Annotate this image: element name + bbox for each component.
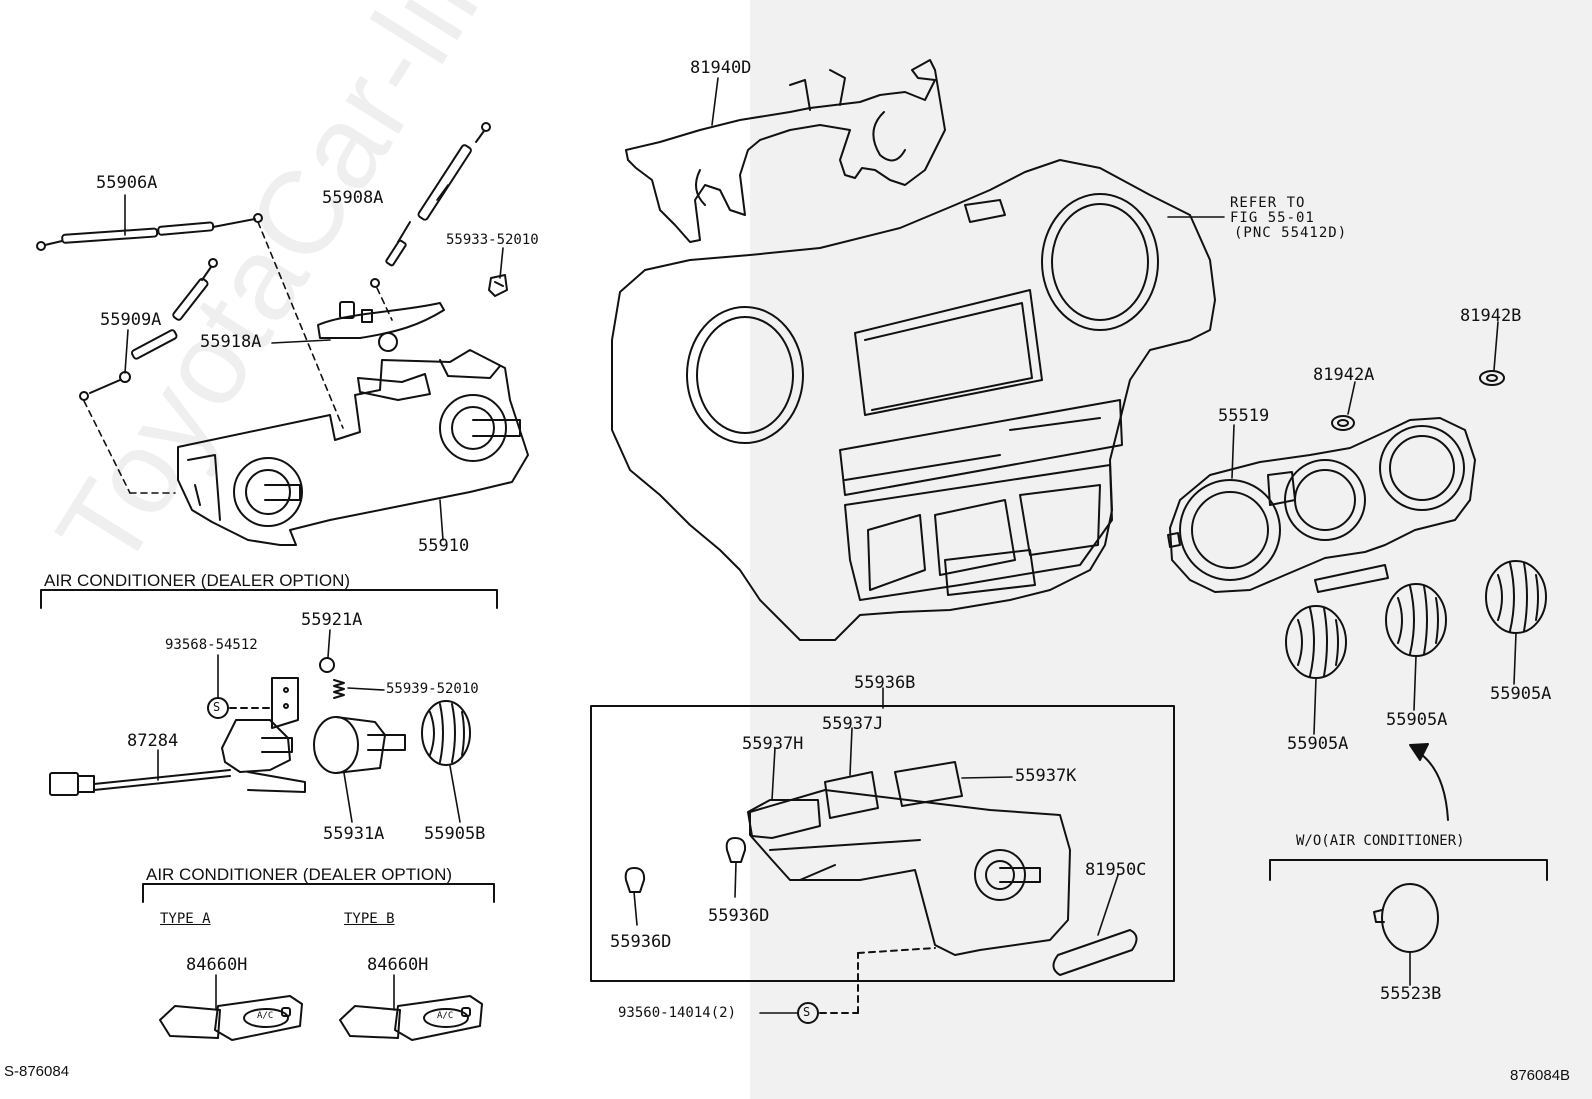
label-55936d-2: 55936D xyxy=(708,906,770,926)
label-55906a: 55906A xyxy=(96,173,158,193)
label-87284: 87284 xyxy=(127,731,179,751)
control-assembly-55910 xyxy=(177,349,529,546)
diagram-code-right: 876084B xyxy=(1510,1067,1571,1084)
spring-55939 xyxy=(333,679,345,699)
ball-55921a xyxy=(319,657,335,673)
cable-55906a xyxy=(36,213,263,251)
leader-lines xyxy=(124,77,1517,1014)
label-55933-52010: 55933-52010 xyxy=(446,232,539,248)
label-55905a-1: 55905A xyxy=(1287,734,1349,754)
control-unit-55936b xyxy=(749,789,1071,956)
label-55931a: 55931A xyxy=(323,824,385,844)
cap-55523b xyxy=(1373,883,1439,953)
refer-note-line1: REFER TO xyxy=(1230,195,1306,211)
screw-93560 xyxy=(797,947,936,1024)
knob-55905b xyxy=(421,700,471,766)
button-55937h xyxy=(747,799,821,839)
section-wo-ac: W/O(AIR CONDITIONER) xyxy=(1296,833,1465,849)
label-type-b: TYPE B xyxy=(344,911,395,927)
label-55910: 55910 xyxy=(418,536,470,556)
cable-55908a xyxy=(370,122,491,288)
label-55936b: 55936B xyxy=(854,673,916,693)
clip-81942b xyxy=(1479,370,1505,386)
lens-81950c xyxy=(1052,929,1138,976)
clip-81942a xyxy=(1331,415,1355,431)
leader-dashes-top xyxy=(83,221,393,494)
clip-55933 xyxy=(488,274,508,297)
bulb-55936d-1 xyxy=(624,867,646,893)
label-81942a: 81942A xyxy=(1313,365,1375,385)
switch-55931a xyxy=(313,716,406,774)
button-55937k xyxy=(894,761,963,807)
arrow-wo-ac xyxy=(1409,743,1449,821)
label-81942b: 81942B xyxy=(1460,306,1522,326)
knob-55905a-1 xyxy=(1285,605,1347,679)
label-81940d: 81940D xyxy=(690,58,752,78)
refer-note-line3: (PNC 55412D) xyxy=(1234,225,1348,241)
bracket-ac-option-2 xyxy=(142,883,495,903)
bracket-81940d xyxy=(625,59,946,243)
label-84660h-a: 84660H xyxy=(186,955,248,975)
screw-93568 xyxy=(207,697,273,719)
bracket-ac-option-1 xyxy=(40,589,498,609)
label-55905a-3: 55905A xyxy=(1490,684,1552,704)
label-93568-54512: 93568-54512 xyxy=(165,637,258,653)
switch-84660h-type-a xyxy=(159,995,303,1041)
switch-ac-text-a: A/C xyxy=(257,1011,274,1021)
label-81950c: 81950C xyxy=(1085,860,1147,880)
diagram-code-left: S-876084 xyxy=(4,1063,70,1080)
lever-55918a xyxy=(317,301,445,352)
bracket-wo-ac xyxy=(1269,859,1548,881)
center-panel xyxy=(611,159,1216,641)
label-55939-52010: 55939-52010 xyxy=(386,681,479,697)
label-type-a: TYPE A xyxy=(160,911,211,927)
label-55905a-2: 55905A xyxy=(1386,710,1448,730)
label-55937j: 55937J xyxy=(822,714,884,734)
section-ac-dealer-option-1: AIR CONDITIONER (DEALER OPTION) xyxy=(44,571,351,590)
knob-55905a-2 xyxy=(1385,583,1447,657)
switch-84660h-type-b xyxy=(339,995,483,1041)
label-84660h-b: 84660H xyxy=(367,955,429,975)
label-55937k: 55937K xyxy=(1015,766,1077,786)
label-55905b: 55905B xyxy=(424,824,486,844)
label-55918a: 55918A xyxy=(200,332,262,352)
label-55937h: 55937H xyxy=(742,734,804,754)
refer-note-line2: FIG 55-01 xyxy=(1230,210,1315,226)
knob-55905a-3 xyxy=(1485,560,1547,634)
harness-87284 xyxy=(49,677,306,796)
bulb-55936d-2 xyxy=(725,837,747,863)
label-93560-14014: 93560-14014(2) xyxy=(618,1005,737,1021)
button-55937j xyxy=(824,771,879,819)
screw-marker-s-2: S xyxy=(803,1005,811,1019)
section-ac-dealer-option-2: AIR CONDITIONER (DEALER OPTION) xyxy=(146,865,453,884)
label-55519: 55519 xyxy=(1218,406,1270,426)
control-panel-55519 xyxy=(1167,417,1476,593)
label-55523b: 55523B xyxy=(1380,984,1442,1004)
switch-ac-text-b: A/C xyxy=(437,1011,454,1021)
label-55921a: 55921A xyxy=(301,610,363,630)
label-55909a: 55909A xyxy=(100,310,162,330)
screw-marker-s-1: S xyxy=(213,700,221,714)
cable-55909a xyxy=(79,258,218,401)
label-55936d-1: 55936D xyxy=(610,932,672,952)
label-55908a: 55908A xyxy=(322,188,384,208)
